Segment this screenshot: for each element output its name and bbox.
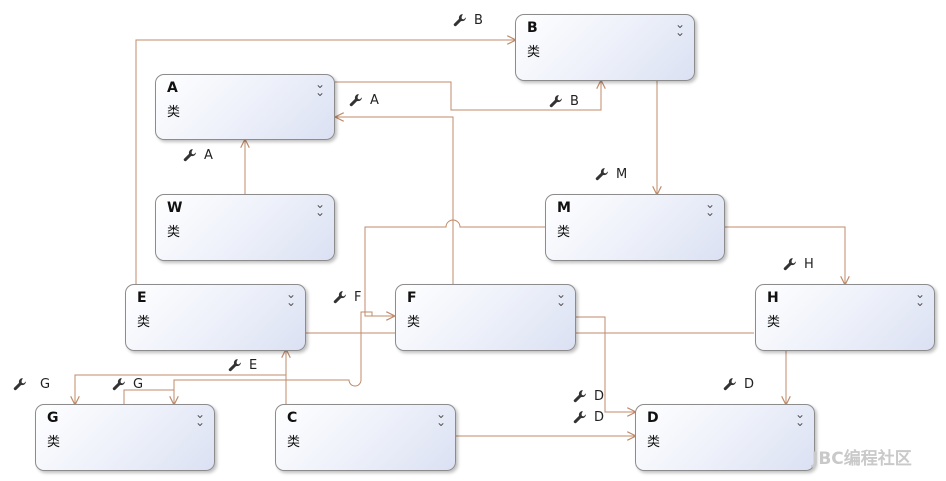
class-stereotype: 类 — [167, 105, 181, 120]
connector-a-to-b — [334, 81, 601, 111]
wrench-icon — [349, 94, 362, 107]
association-label-a-low[interactable]: A — [183, 148, 213, 163]
class-name: B — [527, 20, 538, 36]
wrench-icon — [228, 359, 241, 372]
class-name: M — [557, 200, 571, 216]
class-node-c[interactable]: C 类 ⌄⌄ — [275, 404, 456, 471]
association-label-text: F — [354, 290, 362, 305]
association-label-text: M — [616, 167, 628, 182]
association-label-m[interactable]: M — [595, 167, 627, 182]
class-name: G — [47, 410, 59, 426]
association-label-g-mid[interactable]: G — [112, 377, 143, 392]
class-name: E — [137, 290, 147, 306]
wrench-icon — [595, 168, 608, 181]
association-label-g-left[interactable]: G — [13, 377, 50, 392]
association-label-d-a[interactable]: D — [573, 389, 604, 404]
class-node-m[interactable]: M 类 ⌄⌄ — [545, 194, 725, 261]
class-name: A — [167, 80, 178, 96]
double-chevron-down-icon[interactable]: ⌄⌄ — [194, 407, 205, 429]
class-stereotype: 类 — [137, 315, 151, 330]
class-name: W — [167, 200, 183, 216]
class-node-g[interactable]: G 类 ⌄⌄ — [35, 404, 215, 471]
association-label-text: D — [594, 410, 605, 425]
association-label-text: A — [204, 148, 213, 163]
connector-f-to-a — [336, 117, 454, 284]
class-name: H — [767, 290, 779, 306]
connector-m-to-f — [364, 219, 545, 316]
association-label-e[interactable]: E — [228, 358, 257, 373]
association-label-b-mid[interactable]: B — [549, 94, 579, 109]
association-label-text: B — [474, 13, 483, 28]
association-label-b-top[interactable]: B — [453, 13, 483, 28]
double-chevron-down-icon[interactable]: ⌄⌄ — [435, 407, 446, 429]
class-stereotype: 类 — [557, 225, 571, 240]
class-node-b[interactable]: B 类 ⌄⌄ — [515, 14, 695, 81]
class-node-d[interactable]: D 类 ⌄⌄ — [635, 404, 815, 471]
double-chevron-down-icon[interactable]: ⌄⌄ — [555, 287, 566, 309]
double-chevron-down-icon[interactable]: ⌄⌄ — [794, 407, 805, 429]
class-node-a[interactable]: A 类 ⌄⌄ — [155, 74, 335, 140]
association-label-a-mid[interactable]: A — [349, 93, 379, 108]
wrench-icon — [573, 390, 586, 403]
class-stereotype: 类 — [647, 435, 661, 450]
double-chevron-down-icon[interactable]: ⌄⌄ — [674, 17, 685, 39]
wrench-icon — [723, 378, 736, 391]
association-label-text: G — [40, 377, 51, 392]
association-label-d-c[interactable]: D — [723, 377, 754, 392]
class-stereotype: 类 — [167, 225, 181, 240]
class-stereotype: 类 — [287, 435, 301, 450]
association-label-text: B — [570, 94, 579, 109]
association-label-f[interactable]: F — [333, 290, 361, 305]
wrench-icon — [783, 258, 796, 271]
class-stereotype: 类 — [767, 315, 781, 330]
wrench-icon — [183, 149, 196, 162]
association-label-text: D — [744, 377, 755, 392]
connector-c-to-g — [123, 389, 174, 404]
watermark: JBC编程社区 — [812, 449, 912, 469]
class-stereotype: 类 — [407, 315, 421, 330]
association-label-text: D — [594, 389, 605, 404]
class-node-e[interactable]: E 类 ⌄⌄ — [125, 284, 306, 351]
association-label-text: H — [804, 257, 814, 272]
association-label-h[interactable]: H — [783, 257, 814, 272]
double-chevron-down-icon[interactable]: ⌄⌄ — [914, 287, 925, 309]
connector-m-to-h — [724, 226, 845, 284]
association-label-text: E — [249, 358, 258, 373]
double-chevron-down-icon[interactable]: ⌄⌄ — [704, 197, 715, 219]
connector-f-to-g — [174, 311, 373, 404]
class-stereotype: 类 — [527, 45, 541, 60]
class-name: C — [287, 410, 298, 426]
association-label-d-b[interactable]: D — [573, 410, 604, 425]
class-name: D — [647, 410, 659, 426]
class-stereotype: 类 — [47, 435, 61, 450]
wrench-icon — [453, 14, 466, 27]
class-node-w[interactable]: W 类 ⌄⌄ — [155, 194, 335, 261]
double-chevron-down-icon[interactable]: ⌄⌄ — [285, 287, 296, 309]
wrench-icon — [549, 95, 562, 108]
association-label-text: G — [133, 377, 144, 392]
double-chevron-down-icon[interactable]: ⌄⌄ — [314, 77, 325, 99]
connector-f-to-d — [576, 316, 635, 412]
association-label-text: A — [370, 93, 379, 108]
wrench-icon — [573, 411, 586, 424]
wrench-icon — [112, 378, 125, 391]
class-node-f[interactable]: F 类 ⌄⌄ — [395, 284, 576, 351]
wrench-icon — [13, 378, 26, 391]
class-name: F — [407, 290, 417, 306]
connector-e-to-b — [135, 40, 515, 284]
wrench-icon — [333, 291, 346, 304]
connector-e-to-g — [75, 374, 286, 404]
double-chevron-down-icon[interactable]: ⌄⌄ — [314, 197, 325, 219]
class-node-h[interactable]: H 类 ⌄⌄ — [755, 284, 935, 351]
